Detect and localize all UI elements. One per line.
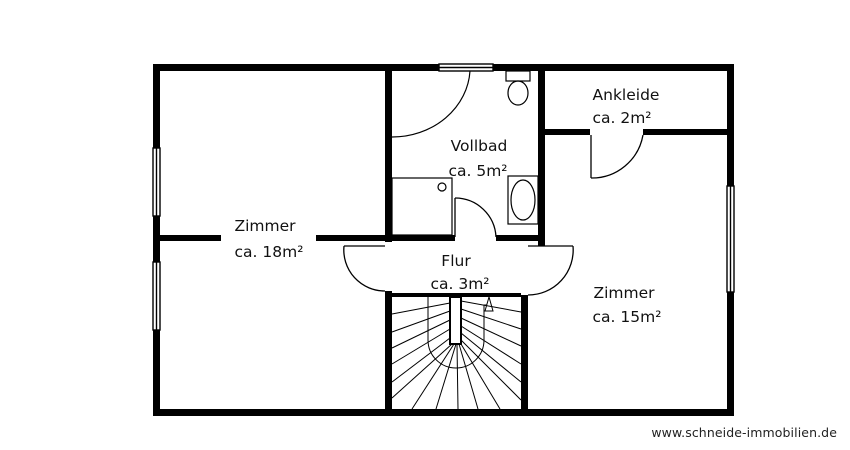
bath-door [454, 197, 497, 238]
shower-curve [391, 70, 471, 138]
staircase [391, 295, 522, 410]
right-room-door [527, 245, 574, 296]
ankleide-door [590, 134, 644, 179]
stair-treads [391, 300, 522, 410]
zimmer-right-name: Zimmer [593, 284, 655, 302]
left-room-door [343, 245, 386, 292]
stair-arrow-icon [484, 295, 494, 312]
shower-tray-icon [391, 177, 453, 236]
left-window-lower [152, 261, 161, 331]
vollbad-area: ca. 5m² [448, 162, 507, 180]
interior-walls [153, 64, 734, 416]
right-window [726, 185, 735, 293]
bathtub-icon [507, 175, 539, 225]
flur-area: ca. 3m² [430, 275, 489, 293]
ankleide-area: ca. 2m² [592, 109, 651, 127]
zimmer-left-name: Zimmer [234, 217, 296, 235]
vollbad-name: Vollbad [451, 137, 508, 155]
bathroom-window [438, 63, 494, 72]
website-watermark: www.schneide-immobilien.de [651, 425, 837, 440]
stair-newel [449, 296, 462, 345]
toilet-icon [505, 70, 531, 106]
stair-walkline [427, 297, 489, 369]
room-labels: Zimmer ca. 18m² Vollbad ca. 5m² Ankleide… [234, 86, 661, 326]
flur-name: Flur [441, 252, 471, 270]
doors [343, 134, 644, 296]
zimmer-left-area: ca. 18m² [235, 243, 304, 261]
windows [152, 63, 735, 331]
ankleide-name: Ankleide [593, 86, 660, 104]
zimmer-right-area: ca. 15m² [593, 308, 662, 326]
bathroom-fixtures [391, 70, 539, 236]
left-window-upper [152, 147, 161, 217]
